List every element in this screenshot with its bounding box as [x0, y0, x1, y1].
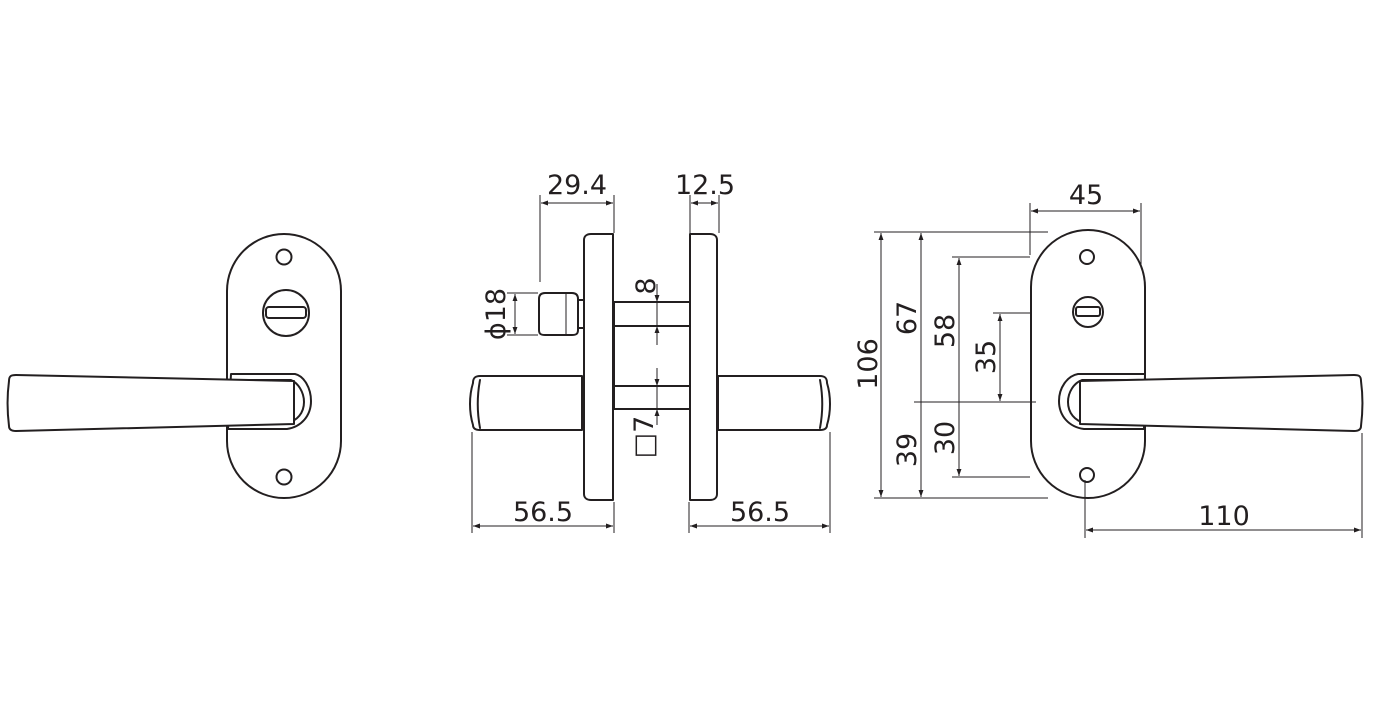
back-screw-hole-bottom: [1079, 467, 1095, 483]
side-upper-spindle: [613, 301, 691, 327]
dim-label-30: 30: [930, 421, 961, 455]
dim-label-56-5-left: 56.5: [513, 497, 573, 528]
side-left-lever-edge: [476, 379, 481, 429]
dim-label-35: 35: [971, 340, 1002, 374]
dim-label-56-5-right: 56.5: [730, 497, 790, 528]
back-view: [1030, 229, 1364, 499]
side-left-lever: [469, 375, 583, 431]
right-dimensions: [874, 203, 1363, 538]
side-thumbturn-knob: [538, 292, 579, 336]
front-lever-arm: [6, 374, 295, 432]
dim-label-8: 8: [631, 277, 662, 294]
front-thumbturn-slot: [265, 306, 307, 319]
side-right-lever-edge: [819, 379, 824, 429]
dim-label-square-7: □7: [629, 416, 660, 459]
side-view: [469, 233, 831, 501]
dim-label-58: 58: [930, 314, 961, 348]
side-left-rosette: [583, 233, 614, 501]
dim-label-39: 39: [892, 433, 923, 467]
front-view: [6, 233, 342, 499]
back-emergency-release-slot: [1075, 306, 1101, 317]
side-right-rosette: [689, 233, 718, 501]
front-rosette-plate: [226, 233, 342, 499]
back-rosette-plate: [1030, 229, 1146, 499]
dim-label-45: 45: [1069, 180, 1103, 211]
dim-label-29-4: 29.4: [547, 170, 607, 201]
dim-label-106: 106: [853, 338, 884, 390]
front-screw-hole-top: [275, 248, 293, 266]
side-lower-spindle: [613, 385, 691, 410]
side-right-lever: [717, 375, 831, 431]
side-thumbturn-neck: [577, 299, 585, 329]
back-screw-hole-top: [1079, 249, 1095, 265]
front-screw-hole-bottom: [275, 468, 293, 486]
back-lever-arm: [1079, 374, 1364, 432]
center-dimensions: [471, 195, 831, 533]
dim-label-67: 67: [892, 301, 923, 335]
dim-label-12-5: 12.5: [675, 170, 735, 201]
dim-label-phi18: ϕ18: [481, 288, 512, 340]
dim-label-110: 110: [1198, 501, 1250, 532]
